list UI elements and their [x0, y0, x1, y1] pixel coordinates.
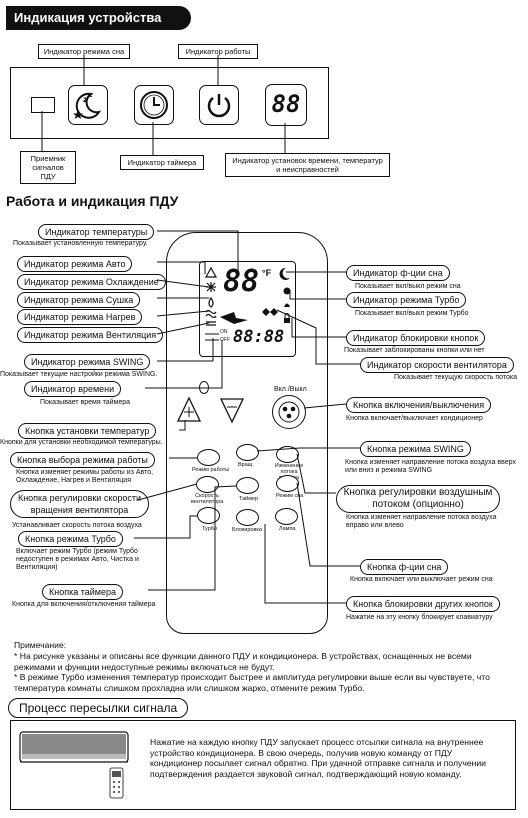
callout-swing-indicator-desc: Показывает текущие настройки режима SWIN…: [0, 371, 158, 378]
lcd-off-label: OFF: [220, 337, 230, 343]
callout-auto-indicator: Индикатор режима Авто: [17, 256, 133, 272]
callout-temp-indicator-desc: Показывает установленную температуру.: [13, 240, 148, 247]
signal-process-text: Нажатие на каждую кнопку ПДУ запускает п…: [150, 737, 486, 779]
callout-airflow-button: Кнопка регулировки воздушным потоком (оп…: [336, 485, 500, 513]
receiver-window: [31, 97, 55, 113]
note-1: * На рисунке указаны и описаны все функц…: [14, 651, 472, 672]
temp-down-button[interactable]: [219, 397, 245, 424]
callout-swing-indicator: Индикатор режима SWING: [24, 354, 151, 370]
timer-button-label: Таймер: [239, 496, 259, 502]
callout-lock-button-desc: Нажатие на эту кнопку блокирует клавиату…: [346, 614, 493, 621]
callout-sleep-indicator: Индикатор ф-ции сна: [346, 265, 450, 281]
callout-swing-button-desc: Кнопка изменяет направление потока возду…: [345, 459, 516, 474]
callout-power-button-desc: Кнопка включает/выключает кондиционер: [346, 415, 483, 422]
lamp-button[interactable]: [275, 508, 298, 525]
fan-speed-button-label: Скорость вентилятора: [191, 493, 224, 505]
callout-fan-indicator: Индикатор режима Вентиляция: [17, 327, 164, 343]
airflow-button[interactable]: [276, 446, 299, 463]
callout-turbo-button-desc: Включает режим Турбо (режим Турбо недост…: [16, 548, 139, 571]
lock-button[interactable]: [236, 509, 259, 526]
mode-button[interactable]: [197, 449, 220, 466]
callout-sleep-button: Кнопка ф-ции сна: [360, 559, 449, 575]
callout-lock-indicator: Индикатор блокировки кнопок: [346, 330, 486, 346]
callout-cool-indicator: Индикатор режима Охлаждение: [17, 274, 166, 290]
callout-heat-indicator: Индикатор режима Нагрев: [17, 309, 143, 325]
label-receiver: Приемник сигналов ПДУ: [20, 151, 76, 184]
section-title-signal: Процесс пересылки сигнала: [8, 698, 189, 718]
callout-fan-speed-button: Кнопка регулировки скорости вращения вен…: [10, 490, 149, 518]
lock-button-label: Блокировка: [232, 527, 262, 533]
callout-power-button: Кнопка включения/выключения: [346, 397, 492, 413]
mode-button-label: Режим работы: [192, 467, 230, 473]
timer-icon: [134, 85, 174, 125]
section1-leader-lines: [41, 55, 286, 155]
temp-up-button[interactable]: [176, 396, 202, 423]
sleep-icon: z z: [68, 85, 108, 125]
timer-button[interactable]: [236, 477, 259, 494]
callout-fan-speed-indicator: Индикатор скорости вентилятора: [360, 357, 514, 373]
svg-text:z: z: [89, 92, 93, 99]
callout-fan-speed-button-desc: Устанавливает скорость потока воздуха: [12, 522, 142, 529]
callout-timer-button-desc: Кнопка для включения/отключения таймера: [12, 601, 156, 608]
callout-airflow-button-desc: Кнопка изменяет направление потока возду…: [346, 514, 497, 529]
sleep-button[interactable]: [276, 475, 299, 492]
callout-temp-indicator: Индикатор температуры: [38, 224, 155, 240]
callout-sleep-button-desc: Кнопка включает или выключает режим сна: [350, 576, 493, 583]
callout-time-indicator-desc: Показывает время таймера: [40, 399, 131, 406]
callout-dry-indicator: Индикатор режима Сушка: [17, 292, 141, 308]
lcd-on-label: ON: [220, 329, 228, 335]
lcd-time-digits: 88:88: [233, 327, 285, 347]
callout-timer-button: Кнопка таймера: [42, 584, 123, 600]
section-title-remote: Работа и индикация ПДУ: [6, 193, 179, 209]
ac-unit-image: [19, 726, 132, 802]
callout-swing-button: Кнопка режима SWING: [360, 441, 471, 457]
lcd-temp-unit: °F: [262, 268, 272, 278]
power-button-label: Вкл./Выкл: [274, 386, 307, 393]
power-button[interactable]: [272, 395, 306, 429]
power-indicator-icon: [199, 85, 239, 125]
swing-button-label: Вращ.: [238, 462, 254, 468]
callout-turbo-indicator: Индикатор режима Турбо: [346, 292, 467, 308]
label-timer-indicator: Индикатор таймера: [120, 155, 204, 170]
callout-lock-indicator-desc: Показывает заблокированы кнопки или нет: [344, 347, 485, 354]
label-settings-indicator: Индикатор установок времени, температур …: [225, 153, 390, 177]
callout-fan-speed-indicator-desc: Показывает текущую скорость потока: [394, 374, 518, 381]
device-panel: [10, 67, 329, 139]
callout-temp-buttons: Кнопка установки температур: [18, 423, 157, 439]
callout-turbo-indicator-desc: Показывает вкл/выкл режим Турбо: [355, 310, 469, 317]
note-2: * В режиме Турбо изменения температур пр…: [14, 672, 490, 693]
display-digits: 88: [271, 90, 301, 118]
callout-time-indicator: Индикатор времени: [24, 381, 122, 397]
turbo-button-label: Турбо: [202, 526, 218, 532]
swing-button[interactable]: [236, 444, 259, 461]
callout-mode-button: Кнопка выбора режима работы: [10, 452, 155, 468]
remote-lcd: 88 °F ON OFF 88:88: [199, 261, 296, 357]
svg-text:z: z: [83, 95, 88, 104]
lamp-button-label: Лампа: [279, 526, 296, 532]
turbo-button[interactable]: [197, 507, 220, 524]
callout-turbo-button: Кнопка режима Турбо: [18, 531, 123, 547]
sleep-button-label: Режим сна: [276, 493, 304, 499]
section-title-device-indication: Индикация устройства: [6, 6, 191, 30]
callout-temp-buttons-desc: Кнопки для установки необходимой темпера…: [0, 439, 163, 446]
callout-mode-button-desc: Кнопка изменяет режимы работы из Авто, О…: [16, 469, 154, 484]
signal-panel: [10, 720, 516, 810]
lcd-temp-digits: 88: [223, 264, 260, 299]
callout-lock-button: Кнопка блокировки других кнопок: [346, 596, 500, 612]
notes-title: Примечание:: [14, 640, 67, 650]
callout-sleep-indicator-desc: Показывает вкл/выкл режим сна: [355, 283, 461, 290]
settings-display: 88: [265, 84, 307, 126]
